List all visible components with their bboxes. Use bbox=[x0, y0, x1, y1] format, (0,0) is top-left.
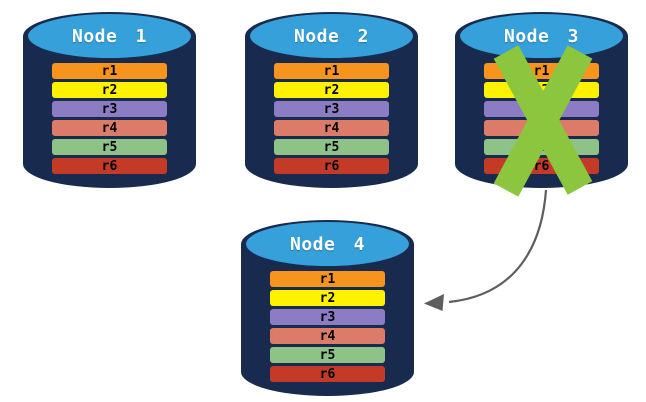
replica-row-r5: r5 bbox=[270, 347, 385, 363]
cylinder-top-face: Node 3 bbox=[460, 14, 623, 58]
replica-row-r4: r4 bbox=[52, 120, 167, 136]
node-4-cylinder: Node 4 r1 r2 r3 r4 r5 r6 bbox=[241, 220, 414, 396]
replica-row-r2: r2 bbox=[270, 290, 385, 306]
node-3-cylinder: Node 3 r1 r2 r3 r4 r5 r6 bbox=[455, 12, 628, 188]
failover-arrow bbox=[424, 189, 548, 311]
replica-row-r6: r6 bbox=[270, 366, 385, 382]
replica-row-r5: r5 bbox=[484, 139, 599, 155]
replica-row-r6: r6 bbox=[274, 158, 389, 174]
cylinder-top-face: Node 4 bbox=[246, 222, 409, 266]
replica-row-r4: r4 bbox=[274, 120, 389, 136]
node-2-label: Node 2 bbox=[293, 25, 370, 47]
replica-row-r2: r2 bbox=[52, 82, 167, 98]
node-2-replica-list: r1 r2 r3 r4 r5 r6 bbox=[274, 63, 389, 174]
node-4-label: Node 4 bbox=[289, 233, 366, 255]
replica-row-r4: r4 bbox=[270, 328, 385, 344]
replica-row-r3: r3 bbox=[52, 101, 167, 117]
node-1-replica-list: r1 r2 r3 r4 r5 r6 bbox=[52, 63, 167, 174]
replica-row-r3: r3 bbox=[484, 101, 599, 117]
node-3-label: Node 3 bbox=[503, 25, 580, 47]
replica-row-r5: r5 bbox=[52, 139, 167, 155]
node-2-cylinder: Node 2 r1 r2 r3 r4 r5 r6 bbox=[245, 12, 418, 188]
replica-row-r1: r1 bbox=[484, 63, 599, 79]
replica-row-r4: r4 bbox=[484, 120, 599, 136]
cylinder-top-face: Node 2 bbox=[250, 14, 413, 58]
node-1-cylinder: Node 1 r1 r2 r3 r4 r5 r6 bbox=[23, 12, 196, 188]
replica-row-r2: r2 bbox=[484, 82, 599, 98]
replica-row-r3: r3 bbox=[274, 101, 389, 117]
node-4-replica-list: r1 r2 r3 r4 r5 r6 bbox=[270, 271, 385, 382]
node-1-label: Node 1 bbox=[71, 25, 148, 47]
replica-row-r1: r1 bbox=[274, 63, 389, 79]
replica-row-r6: r6 bbox=[484, 158, 599, 174]
replica-row-r1: r1 bbox=[270, 271, 385, 287]
replica-row-r5: r5 bbox=[274, 139, 389, 155]
replica-row-r6: r6 bbox=[52, 158, 167, 174]
replica-row-r2: r2 bbox=[274, 82, 389, 98]
replica-row-r3: r3 bbox=[270, 309, 385, 325]
node-3-replica-list: r1 r2 r3 r4 r5 r6 bbox=[484, 63, 599, 174]
cylinder-top-face: Node 1 bbox=[28, 14, 191, 58]
replica-row-r1: r1 bbox=[52, 63, 167, 79]
